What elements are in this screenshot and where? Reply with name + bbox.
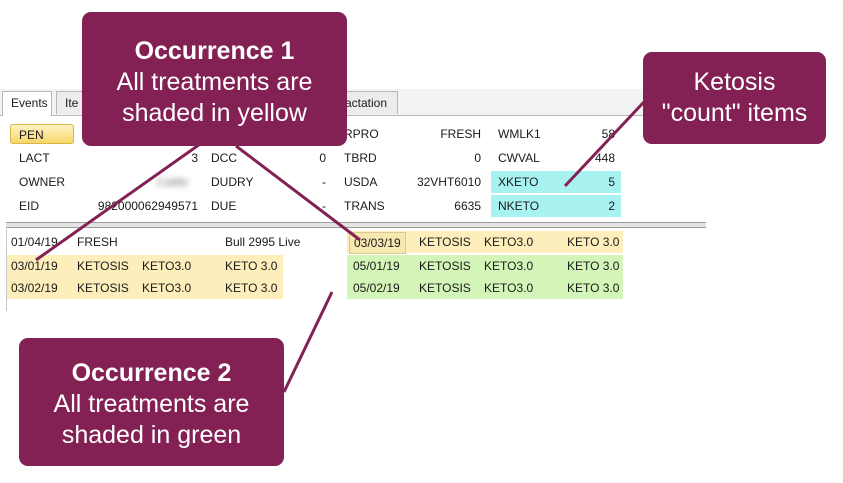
- event-remark: KETO3.0: [484, 281, 534, 295]
- occurrence2-heading: Occurrence 2: [71, 359, 232, 387]
- event-protocol: KETO 3.0: [567, 281, 620, 295]
- event-date: 05/01/19: [353, 259, 400, 273]
- due-value: -: [322, 199, 326, 213]
- trans-value: 6635: [454, 199, 481, 213]
- event-row[interactable]: 05/01/19 KETOSIS KETO3.0 KETO 3.0: [347, 255, 623, 277]
- splitter[interactable]: [6, 222, 706, 228]
- event-row[interactable]: 01/04/19 FRESH Bull 2995 Live: [7, 231, 300, 253]
- tab-items-label: Ite: [65, 96, 79, 110]
- event-protocol: KETO 3.0: [567, 259, 620, 273]
- dudry-value: -: [322, 175, 326, 189]
- event-name: KETOSIS: [77, 259, 129, 273]
- event-remark: KETO3.0: [142, 259, 192, 273]
- usda-value: 32VHT6010: [416, 175, 481, 189]
- dcc-label: DCC: [211, 151, 237, 165]
- tab-lactation[interactable]: actation: [336, 91, 398, 114]
- event-name: KETOSIS: [419, 259, 471, 273]
- owner-label: OWNER: [19, 175, 65, 189]
- xketo-value: 5: [555, 171, 621, 193]
- event-row[interactable]: 05/02/19 KETOSIS KETO3.0 KETO 3.0: [347, 277, 623, 299]
- event-date: 03/01/19: [11, 259, 58, 273]
- owner-value: Cattle: [156, 175, 188, 189]
- ketosis-line1: Ketosis: [693, 68, 776, 96]
- occurrence1-line1: All treatments are: [116, 68, 313, 96]
- occurrence2-line2: shaded in green: [61, 421, 242, 449]
- event-date: 03/02/19: [11, 281, 58, 295]
- dcc-value: 0: [319, 151, 326, 165]
- occurrence1-line2: shaded in yellow: [122, 99, 307, 127]
- tab-events-label: Events: [11, 96, 48, 110]
- rpro-label: RPRO: [344, 127, 379, 141]
- eid-label: EID: [19, 199, 40, 213]
- occurrence2-line1: All treatments are: [53, 390, 250, 418]
- event-name: KETOSIS: [419, 235, 471, 249]
- event-remark: KETO3.0: [142, 281, 192, 295]
- ketosis-line2: "count" items: [661, 99, 808, 127]
- nketo-label: NKETO: [491, 195, 555, 217]
- event-name: KETOSIS: [419, 281, 471, 295]
- pointer-line-occ1-right: [235, 144, 361, 242]
- events-list: 01/04/19 FRESH Bull 2995 Live 03/01/19 K…: [6, 229, 707, 311]
- tab-lactation-label: actation: [345, 96, 388, 110]
- animal-info-grid: PEN LACT 3 OWNER Cattle EID 982000062949…: [6, 121, 622, 221]
- event-protocol: KETO 3.0: [225, 259, 278, 273]
- trans-label: TRANS: [344, 199, 385, 213]
- event-row[interactable]: 03/01/19 KETOSIS KETO3.0 KETO 3.0: [7, 255, 283, 277]
- xketo-label: XKETO: [491, 171, 555, 193]
- cwval-value: 448: [594, 151, 615, 165]
- event-name: KETOSIS: [77, 281, 129, 295]
- occurrence1-heading: Occurrence 1: [134, 37, 295, 65]
- lact-label: LACT: [19, 151, 50, 165]
- event-remark: KETO3.0: [484, 235, 534, 249]
- ketosis-callout: Ketosis "count" items: [643, 52, 826, 144]
- cwval-label: CWVAL: [498, 151, 540, 165]
- event-row[interactable]: 03/03/19 KETOSIS KETO3.0 KETO 3.0: [347, 231, 623, 254]
- eid-value: 982000062949571: [97, 199, 198, 213]
- event-date: 03/03/19: [349, 232, 406, 254]
- event-name: FRESH: [77, 235, 118, 249]
- event-remark: KETO3.0: [484, 259, 534, 273]
- event-protocol: Bull 2995 Live: [225, 235, 301, 249]
- nketo-value: 2: [555, 195, 621, 217]
- pointer-line-occ2: [282, 291, 334, 393]
- due-label: DUE: [211, 199, 237, 213]
- event-protocol: KETO 3.0: [225, 281, 278, 295]
- tbrd-value: 0: [474, 151, 481, 165]
- event-row[interactable]: 03/02/19 KETOSIS KETO3.0 KETO 3.0: [7, 277, 283, 299]
- wmlk1-label: WMLK1: [498, 127, 541, 141]
- dudry-label: DUDRY: [211, 175, 254, 189]
- occurrence1-callout: Occurrence 1 All treatments are shaded i…: [82, 12, 347, 146]
- event-date: 05/02/19: [353, 281, 400, 295]
- rpro-value: FRESH: [440, 127, 481, 141]
- pointer-line-occ1-left: [35, 135, 211, 262]
- event-protocol: KETO 3.0: [567, 235, 620, 249]
- occurrence2-callout: Occurrence 2 All treatments are shaded i…: [19, 338, 284, 466]
- tab-events[interactable]: Events: [2, 91, 52, 116]
- pen-label: PEN: [19, 128, 44, 142]
- lact-value: 3: [191, 151, 198, 165]
- usda-label: USDA: [344, 175, 378, 189]
- pointer-line-ketosis: [563, 85, 660, 188]
- event-date: 01/04/19: [11, 235, 58, 249]
- pen-button[interactable]: PEN: [10, 124, 74, 144]
- tbrd-label: TBRD: [344, 151, 377, 165]
